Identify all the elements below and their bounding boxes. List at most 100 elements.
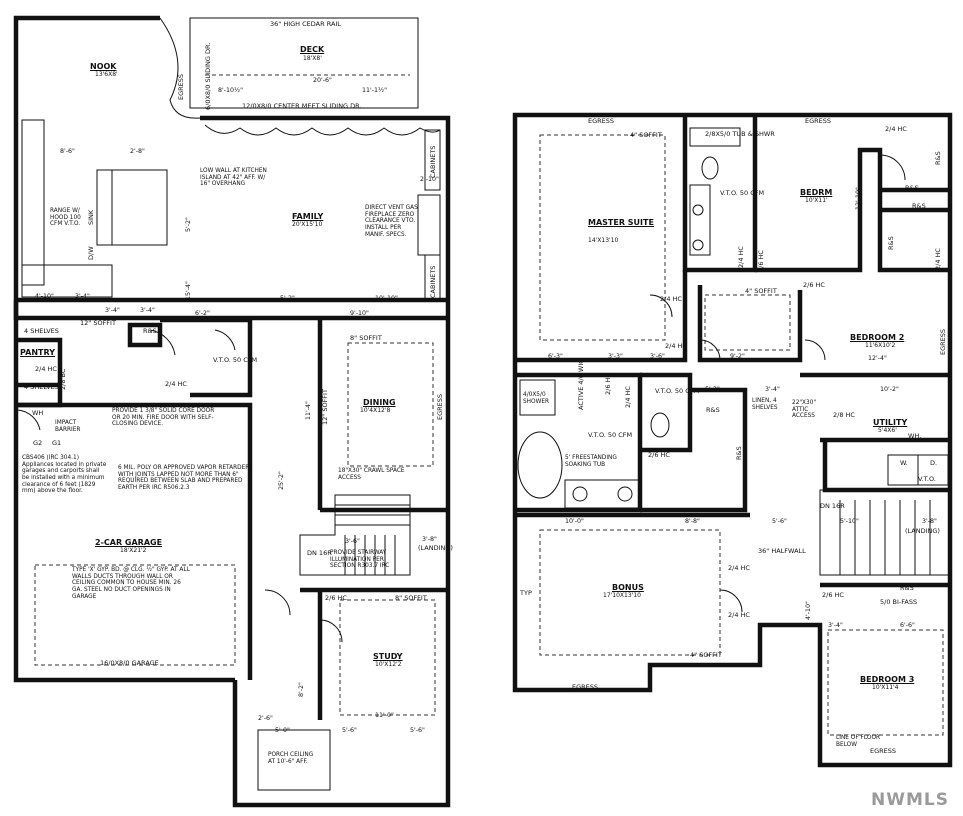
dn-label-upper: DN 16R bbox=[820, 502, 845, 510]
cedar-rail-label: 36" HIGH CEDAR RAIL bbox=[270, 20, 341, 28]
soffit-4-master: 4" SOFFIT bbox=[630, 131, 662, 139]
egress-label-bed3: EGRESS bbox=[870, 747, 897, 755]
room-size-bedroom2: 11'6x10'2 bbox=[865, 342, 896, 349]
egress-label-dining: EGRESS bbox=[436, 393, 444, 420]
soffit-12-vert: 12" SOFFIT bbox=[321, 389, 329, 425]
poly-note: 6 MIL. POLY OR APPROVED VAPOR RETARDER W… bbox=[118, 465, 250, 491]
hc-label-6: 2/4 HC bbox=[737, 246, 745, 268]
dim-porch-3: 8'-2" bbox=[298, 682, 305, 697]
typ-label: TYP bbox=[520, 589, 532, 597]
room-name-bedroom2: BEDROOM 2 bbox=[850, 333, 905, 342]
two-8-hc-label: 2/8 HC bbox=[833, 411, 855, 419]
room-name-master: MASTER SUITE bbox=[588, 218, 654, 227]
dim-row-6: 9'-10" bbox=[350, 310, 369, 317]
stair-note: PROVIDE STAIRWAY ILLUMINATION PER SECTIO… bbox=[330, 550, 390, 570]
dim-dining-1: 11'-4" bbox=[305, 401, 312, 420]
sink-label: SINK bbox=[87, 209, 95, 225]
room-name-dining: DINING bbox=[363, 398, 396, 407]
dim-kitchen-2: 2'-8" bbox=[130, 148, 145, 155]
active-wic-label: ACTIVE 4/0 WIC bbox=[577, 359, 585, 410]
room-size-nook: 13'6x8' bbox=[95, 71, 118, 78]
dim-deck-1: 8'-10½" bbox=[218, 87, 244, 94]
hc-label-closet: 2/4 HC bbox=[885, 125, 907, 133]
room-name-study: STUDY bbox=[373, 652, 403, 661]
dim-porch-1: 2'-6" bbox=[258, 715, 273, 722]
dim-kitchen-1: 8'-6" bbox=[60, 148, 75, 155]
dim-stair-up-2: 5'-10" bbox=[840, 518, 859, 525]
room-name-bedroom3: BEDROOM 3 bbox=[860, 675, 915, 684]
dim-bed3-1: 3'-4" bbox=[828, 622, 843, 629]
line-of-floor-note: LINE OF FLOOR BELOW bbox=[836, 735, 881, 748]
dim-hall-1: 25'-2" bbox=[278, 471, 285, 490]
dim-row-3: 5'-2" bbox=[280, 295, 295, 302]
dim-bed3-2: 6'-6" bbox=[900, 622, 915, 629]
room-name-deck: DECK bbox=[300, 45, 325, 54]
rs-label-closet: R&S bbox=[934, 151, 942, 165]
type-x-note: TYPE 'X' GYP. BD. @ CLG. ½" GYP. AT ALL … bbox=[72, 567, 190, 600]
dim-row-7: 3'-4" bbox=[105, 307, 120, 314]
room-size-deck: 18'x8' bbox=[303, 55, 322, 62]
room-name-utility: UTILITY bbox=[873, 418, 908, 427]
rs-label-5: R&S bbox=[706, 406, 720, 414]
hc-label-15: 2/4 HC bbox=[728, 611, 750, 619]
sliding-door-label: 6/0x8/0 SLIDING DR. bbox=[204, 42, 212, 110]
soffit-8-dining: 8" SOFFIT bbox=[350, 334, 382, 342]
rs-label-6: R&S bbox=[735, 446, 743, 460]
hc-label-14: 2/4 HC bbox=[728, 564, 750, 572]
code-note: CBS406 (IRC 304.1) Appliances located in… bbox=[22, 455, 107, 495]
vto-short-label: V.T.O. bbox=[918, 475, 936, 483]
shower-label: 4/0x5/0 SHOWER bbox=[523, 392, 550, 405]
dim-hall-up-3: 3'-6" bbox=[650, 353, 665, 360]
soffit-8-study: 8" SOFFIT bbox=[395, 594, 427, 602]
garage-door-label: 16/0x8/0 GARAGE bbox=[100, 659, 159, 667]
center-meet-door-label: 12/0x8/0 CENTER MEET SLIDING DR. bbox=[242, 102, 362, 110]
dim-hall-up-2: 3'-3" bbox=[608, 353, 623, 360]
soffit-4-bed2: 4" SOFFIT bbox=[745, 287, 777, 295]
rs-label-2: R&S bbox=[905, 184, 919, 192]
egress-label-bonus: EGRESS bbox=[572, 683, 599, 691]
room-name-pantry: PANTRY bbox=[20, 348, 55, 357]
range-note: RANGE W/ HOOD 100 CFM V.T.O. bbox=[50, 208, 81, 228]
watermark-logo: NWMLS bbox=[871, 790, 949, 810]
hc-label-10: 2/4 HC bbox=[665, 342, 687, 350]
room-size-dining: 10'4x12'8 bbox=[360, 407, 391, 414]
vto-label-main: V.T.O. 50 CFM bbox=[213, 356, 258, 364]
dim-family-2: 5'-2" bbox=[185, 217, 192, 232]
hc-label-11: 2/6 HC bbox=[604, 373, 612, 395]
egress-label-bedrm: EGRESS bbox=[805, 117, 832, 125]
landing-label-upper: (LANDING) bbox=[905, 527, 940, 535]
dim-row-4: 10'-10" bbox=[375, 295, 398, 302]
hc-label-1: 2/4 HC bbox=[35, 365, 57, 373]
dim-row-2: 3'-4" bbox=[75, 293, 90, 300]
shelves-label-2: 4 SHELVES bbox=[24, 383, 59, 391]
hc-label-7: 2/6 HC bbox=[757, 250, 765, 272]
room-size-bedroom3: 10'x11'4 bbox=[872, 684, 899, 691]
egress-label-bed2: EGRESS bbox=[939, 328, 947, 355]
room-size-bonus: 17'10x13'10 bbox=[603, 592, 641, 599]
deck-outline bbox=[189, 17, 419, 109]
dim-deck-3: 20'-6" bbox=[313, 77, 332, 84]
dim-stair-2: 3'-8" bbox=[422, 536, 437, 543]
dim-row-5: 6'-2" bbox=[195, 310, 210, 317]
g2-label: G2 bbox=[33, 439, 43, 447]
room-name-garage: 2-CAR GARAGE bbox=[95, 538, 163, 547]
dim-stair-up-3: 3'-8" bbox=[922, 518, 937, 525]
soffit-4-bonus: 4" SOFFIT bbox=[690, 651, 722, 659]
tub-label: 2/8x5/0 TUB & SHWR bbox=[705, 130, 775, 138]
room-name-bonus: BONUS bbox=[612, 583, 644, 592]
dn-label-main: DN 16R bbox=[307, 549, 332, 557]
rs-label-3: R&S bbox=[912, 202, 926, 210]
room-size-bedrm: 10'x11' bbox=[805, 197, 828, 204]
dim-family-1: 2'-10" bbox=[420, 176, 439, 183]
hc-label-13: 2/6 HC bbox=[648, 451, 670, 459]
dim-stair-1: 3'-6" bbox=[345, 538, 360, 545]
bc-label: 2/8 BC bbox=[59, 368, 67, 390]
upper-floor-walls bbox=[512, 112, 953, 768]
dim-porch-2: 5'-0" bbox=[275, 727, 290, 734]
room-size-family: 20'x15'10 bbox=[292, 221, 323, 228]
dim-hall-up-6: 3'-4" bbox=[765, 386, 780, 393]
egress-label-master: EGRESS bbox=[588, 117, 615, 125]
wh-label-upper: WH. bbox=[908, 432, 922, 440]
hc-label-12: 2/4 HC bbox=[624, 386, 632, 408]
